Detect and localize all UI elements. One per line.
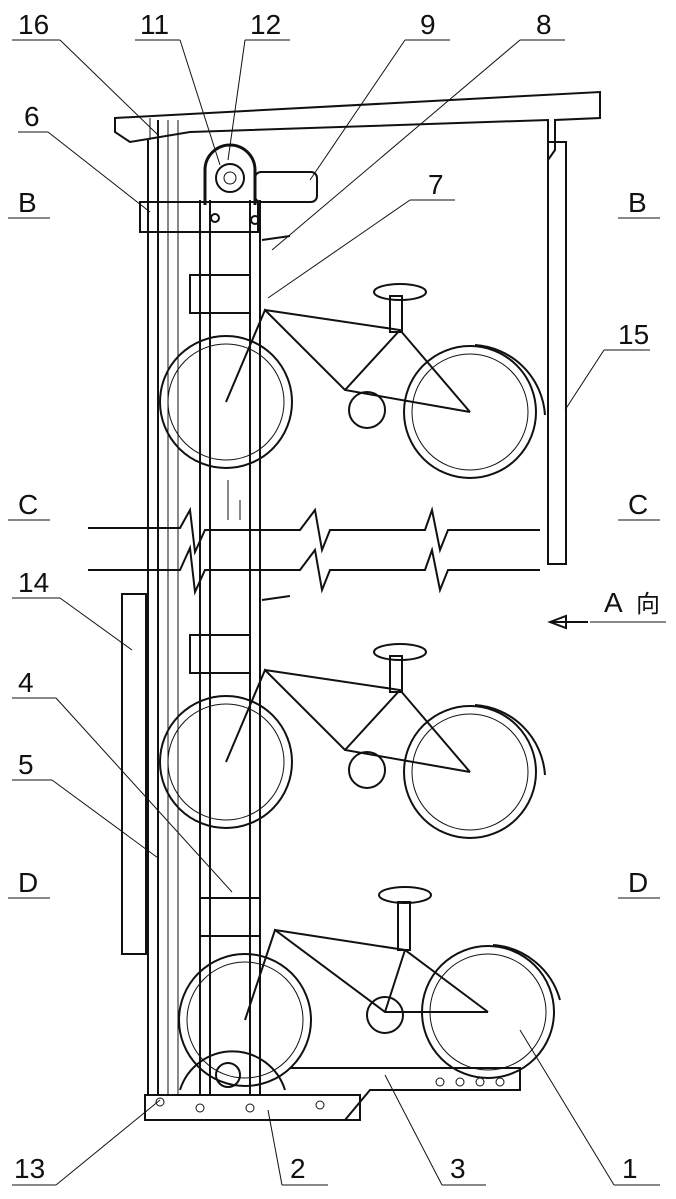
section-d-right: D [628,867,648,898]
break-lines [88,506,540,596]
section-d-left: D [18,867,38,898]
label-11: 11 [140,9,169,40]
section-underlines [8,217,666,899]
label-16: 16 [18,9,49,40]
label-1: 1 [622,1153,638,1184]
main-column [147,120,261,1095]
top-beam [114,90,601,164]
label-14: 14 [18,567,49,598]
label-15: 15 [618,319,649,350]
section-b-left: B [18,187,37,218]
section-c-right: C [628,489,648,520]
right-support-column [547,141,567,565]
label-5: 5 [18,749,34,780]
label-9: 9 [420,9,436,40]
section-c-left: C [18,489,38,520]
label-12: 12 [250,9,281,40]
bicycle-upper [159,235,546,479]
section-b-right: B [628,187,647,218]
label-7: 7 [428,169,444,200]
side-panel [121,593,147,955]
label-4: 4 [18,667,34,698]
leader-lines [12,39,660,1186]
view-arrow: A 向 [547,587,660,630]
label-3: 3 [450,1153,466,1184]
label-2: 2 [290,1153,306,1184]
view-direction-suffix: 向 [636,591,660,618]
label-6: 6 [24,101,40,132]
bicycle-lower [178,886,561,1087]
view-direction-letter: A [604,587,623,618]
label-8: 8 [536,9,552,40]
part-labels: 16 11 12 9 8 6 7 15 14 4 5 13 2 3 1 [14,9,649,1184]
base-frame [144,1050,521,1121]
bicycle-middle [159,595,546,839]
section-marks: B B C C D D [18,187,648,898]
label-13: 13 [14,1153,45,1184]
